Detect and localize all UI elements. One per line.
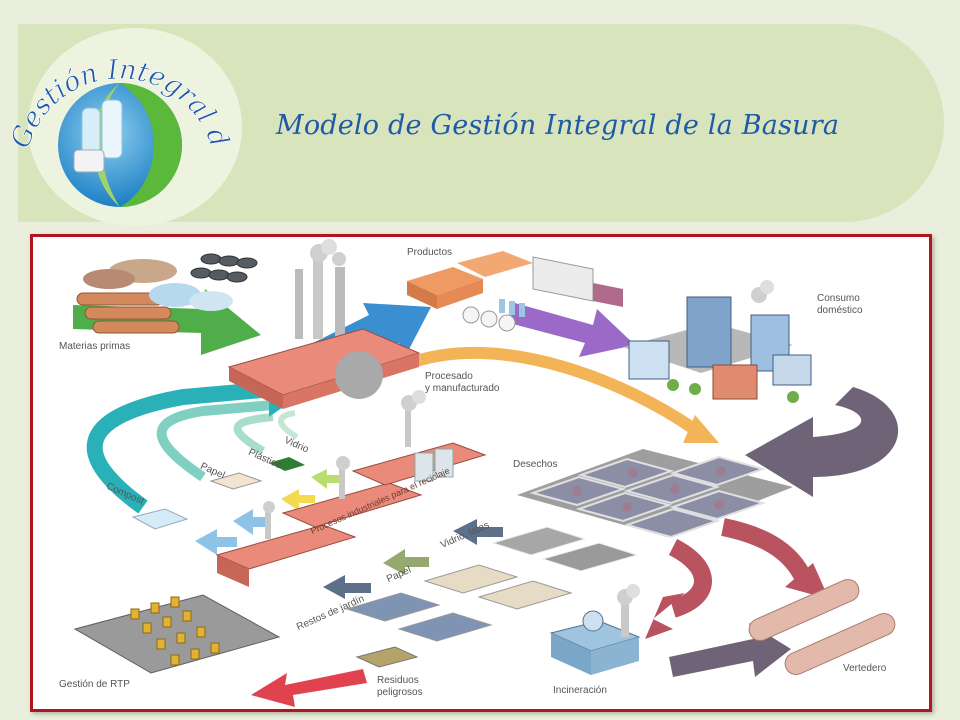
label-waste: Desechos [513, 459, 558, 470]
arrow-waste-to-incineration [668, 538, 712, 618]
label-hazardous-2: peligrosos [377, 687, 423, 698]
page-title: Modelo de Gestión Integral de la Basura [276, 110, 840, 141]
arrow-plant-to-plastic [281, 489, 315, 511]
box-icon [73, 149, 105, 173]
arrow-garden-to-plant [323, 575, 371, 599]
incinerator-illustration [549, 584, 641, 675]
arrow-paper-to-factory [156, 400, 274, 482]
arrow-plant-to-compost [195, 529, 237, 555]
landfill-illustration [748, 578, 896, 676]
bottle-icon [81, 107, 101, 155]
recycling-plant-illustration [215, 390, 487, 587]
arrow-products-to-consumption [509, 303, 635, 357]
logo-emblem: Gestión Integral de la Basura [0, 0, 235, 207]
raw-materials-illustration [76, 253, 258, 334]
rtp-management-illustration [73, 594, 281, 674]
label-incineration: Incineración [553, 685, 607, 696]
label-landfill: Vertedero [843, 663, 887, 674]
factory-illustration [227, 239, 421, 409]
waste-bins-illustration [517, 449, 793, 539]
bottle-icon [101, 99, 123, 159]
label-hazardous-1: Residuos [377, 675, 419, 686]
arrow-compost-to-factory [86, 381, 274, 514]
arrow-glass-to-factory [278, 410, 299, 440]
city-illustration [623, 280, 812, 403]
arrow-waste-to-landfill [721, 518, 812, 582]
waste-cycle-diagram [73, 239, 899, 707]
label-products: Productos [407, 247, 453, 258]
products-illustration [407, 251, 623, 332]
label-consumption-1: Consumo [817, 293, 860, 304]
arrow-hazardous-to-rtp [251, 669, 367, 707]
arrow-glass-to-plant [453, 519, 503, 545]
label-rtp-management: Gestión de RTP [59, 679, 130, 690]
label-consumption-2: doméstico [817, 305, 863, 316]
diagram-frame: Materias primas Productos Consumo domést… [30, 234, 932, 712]
arrow-consumption-to-waste [745, 387, 899, 497]
arrow-plastic-to-factory [233, 413, 274, 455]
arrow-paper-to-plant [383, 549, 429, 575]
arrow-plant-to-paper [233, 509, 269, 535]
label-processed-2: y manufacturado [425, 383, 500, 394]
arrow-plant-to-glass [311, 469, 339, 489]
sorted-recyclables-illustration [131, 457, 639, 668]
label-processed-1: Procesado [425, 371, 473, 382]
leaf-icon [120, 83, 182, 207]
label-raw-materials: Materias primas [59, 341, 131, 352]
arrow-processed-to-waste [402, 346, 695, 432]
